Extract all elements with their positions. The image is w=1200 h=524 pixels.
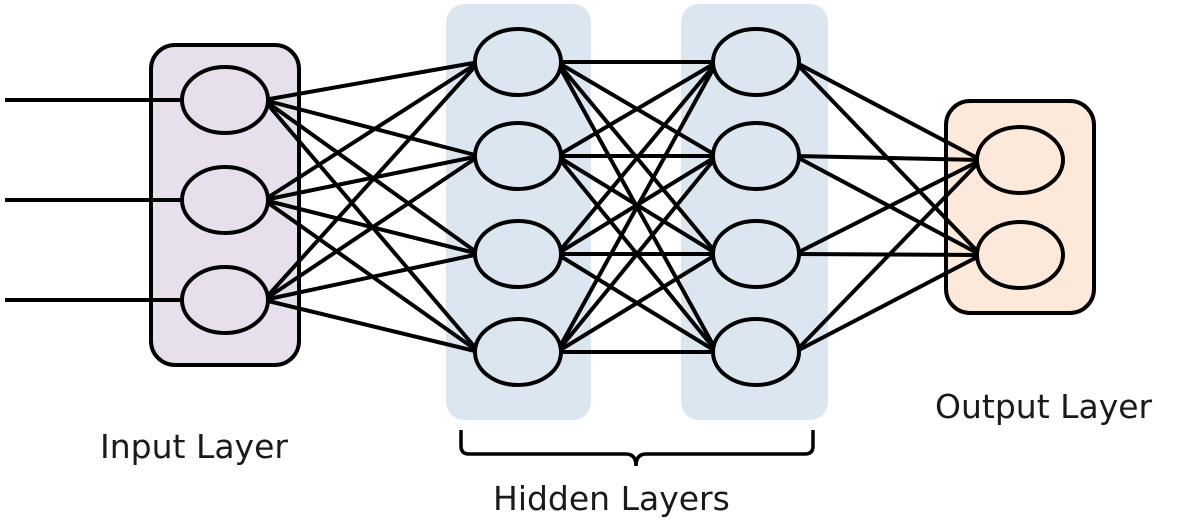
connections bbox=[262, 60, 983, 354]
input-node bbox=[180, 265, 270, 335]
hidden1-node bbox=[473, 121, 563, 191]
connection-line bbox=[793, 158, 983, 256]
connection-line bbox=[262, 60, 481, 302]
input-node bbox=[180, 165, 270, 235]
hidden2-node bbox=[711, 317, 801, 387]
nodes bbox=[180, 27, 1065, 387]
connection-line bbox=[262, 154, 481, 302]
connection-line bbox=[555, 60, 719, 256]
output-node bbox=[975, 125, 1065, 195]
hidden-layers-brace bbox=[459, 430, 815, 467]
input-layer-label: Input Layer bbox=[100, 427, 288, 466]
connection-line bbox=[262, 60, 481, 202]
input-node bbox=[180, 65, 270, 135]
connection-line bbox=[555, 252, 719, 354]
connection-line bbox=[793, 60, 983, 162]
connection-line bbox=[262, 60, 481, 102]
output-layer-label: Output Layer bbox=[935, 387, 1153, 426]
hidden2-node bbox=[711, 27, 801, 97]
hidden1-node bbox=[473, 317, 563, 387]
connection-line bbox=[262, 98, 481, 158]
hidden-layers-label: Hidden Layers bbox=[493, 479, 730, 518]
hidden2-node bbox=[711, 121, 801, 191]
connection-line bbox=[793, 253, 983, 354]
connection-line bbox=[555, 154, 719, 354]
connection-line bbox=[555, 60, 719, 354]
connection-line bbox=[793, 158, 983, 354]
hidden-layer-1-box bbox=[446, 4, 591, 420]
output-node bbox=[975, 220, 1065, 290]
connection-line bbox=[262, 252, 481, 302]
connection-line bbox=[262, 298, 481, 354]
incoming-lines bbox=[5, 98, 182, 302]
hidden-layer-2-box bbox=[681, 4, 828, 420]
hidden1-node bbox=[473, 27, 563, 97]
connection-line bbox=[555, 60, 719, 158]
hidden1-node bbox=[473, 219, 563, 289]
connection-line bbox=[793, 154, 983, 162]
connection-line bbox=[262, 154, 481, 202]
hidden2-node bbox=[711, 219, 801, 289]
